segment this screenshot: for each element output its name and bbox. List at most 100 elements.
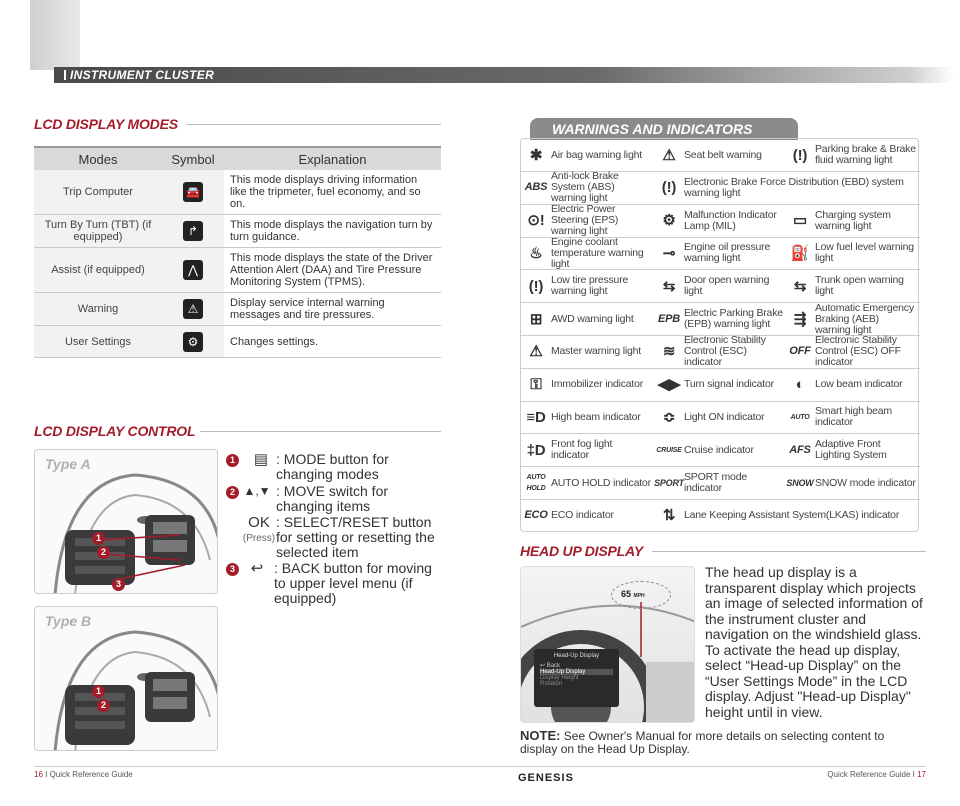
table-row: Assist (if equipped)⋀This mode displays …	[34, 247, 441, 293]
warning-item: ⇶Automatic Emergency Braking (AEB) warni…	[785, 301, 918, 336]
control-back-text: : BACK button for moving to upper level …	[274, 560, 432, 606]
header-bar	[54, 67, 954, 83]
lcd-control-title: LCD DISPLAY CONTROL	[34, 423, 196, 439]
warning-label: Electronic Brake Force Distribution (EBD…	[684, 175, 904, 199]
table-row: User Settings⚙Changes settings.	[34, 325, 441, 358]
warning-item: ⇅ Lane Keeping Assistant System(LKAS) ind…	[654, 500, 920, 532]
header-tab	[30, 0, 80, 70]
table-row: Trip Computer🚘This mode displays driving…	[34, 170, 441, 215]
mode-explanation: This mode displays the navigation turn b…	[224, 214, 441, 248]
mode-symbol: ↱	[162, 214, 224, 248]
warning-item: (!) Parking brake & Brake fluid warning l…	[785, 139, 918, 171]
mode-symbol: 🚘	[162, 170, 224, 215]
type-a-label: Type A	[45, 456, 91, 472]
warning-item: ≡D High beam indicator	[521, 401, 654, 433]
footer-left: 16 I Quick Reference Guide	[34, 770, 133, 779]
warning-label: Light ON indicator	[684, 410, 765, 423]
warning-item: ⚠Seat belt warning	[654, 139, 787, 171]
warning-row: ✱ Air bag warning light ⚠Seat belt warning…	[521, 139, 920, 172]
table-row: Warning⚠Display service internal warning…	[34, 292, 441, 326]
warning-label: Adaptive Front Lighting System	[815, 438, 887, 462]
warning-label: Automatic Emergency Braking (AEB) warnin…	[815, 301, 914, 336]
warning-row: ⊙!Electric Power Steering (EPS) warning …	[521, 204, 920, 238]
parking-brake-icon: (!)	[792, 146, 808, 164]
warning-label: Electric Parking Brake (EPB) warning lig…	[684, 307, 783, 330]
warning-label: Parking brake & Brake fluid warning ligh…	[815, 143, 916, 166]
mode-explanation: Changes settings.	[224, 325, 441, 358]
badge-1: 1	[226, 454, 239, 467]
hud-settings-screen: Head-Up Display ↩ Back Head-Up Display D…	[534, 649, 619, 707]
smart-high-beam-icon: AUTO	[790, 413, 810, 421]
divider	[200, 431, 441, 432]
col-header-symbol: Symbol	[162, 146, 224, 170]
warning-label: SNOW mode indicator	[815, 476, 916, 489]
warning-row: ⚿Immobilizer indicator◀▶Turn signal indi…	[521, 369, 920, 402]
hud-back: ↩ Back	[540, 663, 561, 669]
afs-icon: AFS	[789, 443, 811, 456]
warning-label: Turn signal indicator	[684, 378, 774, 391]
col-header-modes: Modes	[34, 146, 162, 170]
warning-label: High beam indicator	[551, 410, 641, 423]
auto-hold-icon: AUTO HOLD	[526, 474, 546, 492]
warning-label: Front fog light indicator	[551, 438, 613, 462]
hud-item: Display Height	[540, 675, 579, 681]
warning-label: SPORT mode indicator	[684, 471, 747, 494]
warning-row: ♨Engine coolant temperature warning ligh…	[521, 235, 920, 271]
warning-label: Air bag warning light	[551, 148, 642, 161]
mode-symbol: ⚠	[162, 292, 224, 326]
divider	[186, 124, 441, 125]
control-ok-text: : SELECT/RESET button for setting or res…	[276, 514, 435, 560]
type-b-label: Type B	[45, 613, 92, 629]
battery-icon: ▭	[793, 212, 807, 230]
table-row: Turn By Turn (TBT) (if equipped)↱This mo…	[34, 214, 441, 248]
airbag-icon: ✱	[529, 146, 543, 164]
tire-pressure-icon: (!)	[528, 277, 544, 295]
warning-label: Low tire pressure warning light	[551, 274, 629, 298]
mode-explanation: This mode displays driving information l…	[224, 170, 441, 215]
warnings-title: WARNINGS AND INDICATORS	[530, 118, 798, 140]
warning-item: ⊸Engine oil pressure warning light	[654, 237, 787, 269]
esc-icon: ≋	[662, 343, 676, 361]
cruise-icon: CRUISE	[656, 446, 682, 454]
warning-item: ⛽Low fuel level warning light	[785, 237, 918, 269]
mode-name: Assist (if equipped)	[34, 247, 162, 293]
warning-label: Anti-lock Brake System (ABS) warning lig…	[551, 170, 619, 205]
warning-label: AWD warning light	[551, 312, 634, 325]
warning-label: Master warning light	[551, 345, 641, 358]
lkas-icon: ⇅	[662, 507, 676, 525]
warning-label: Immobilizer indicator	[551, 378, 644, 391]
warning-item: ⚙Malfunction Indicator Lamp (MIL)	[654, 205, 787, 237]
warning-label: Lane Keeping Assistant System(LKAS) indi…	[684, 509, 900, 522]
ebd-icon: (!)	[661, 179, 677, 197]
low-beam-icon: ◐	[795, 376, 805, 394]
steering-wheel-type-a: Type A 1 2 3	[34, 449, 218, 594]
warning-item: (!) Low tire pressure warning light	[521, 270, 654, 302]
up-down-icon: ▲,▼	[243, 484, 271, 498]
turn-signal-icon: ◀▶	[657, 376, 681, 394]
high-beam-icon: ≡D	[526, 408, 546, 426]
warning-label: Smart high beam indicator	[815, 405, 892, 429]
warning-item: ◀▶Turn signal indicator	[654, 369, 787, 401]
hud-speed: 65	[621, 589, 632, 599]
warning-label: Malfunction Indicator Lamp (MIL)	[684, 208, 777, 232]
epb-icon: EPB	[657, 312, 681, 325]
warning-triangle-icon: ⚠	[183, 299, 203, 319]
mode-symbol: ⋀	[162, 247, 224, 293]
warning-label: Engine coolant temperature warning light	[551, 235, 644, 270]
control-move-text: : MOVE switch for changing items	[276, 483, 389, 514]
hud-note: NOTE: See Owner's Manual for more detail…	[520, 729, 920, 756]
warning-item: ≋Electronic Stability Control (ESC) indi…	[654, 335, 787, 368]
warning-item: ⚿Immobilizer indicator	[521, 369, 654, 401]
trunk-open-icon: ⇆	[793, 277, 807, 295]
warning-label: Seat belt warning	[684, 148, 762, 161]
hud-photo: 65 MPH Head-Up Display ↩ Back Head-Up Di…	[520, 566, 695, 723]
warning-item: ⊙!Electric Power Steering (EPS) warning …	[521, 204, 654, 237]
